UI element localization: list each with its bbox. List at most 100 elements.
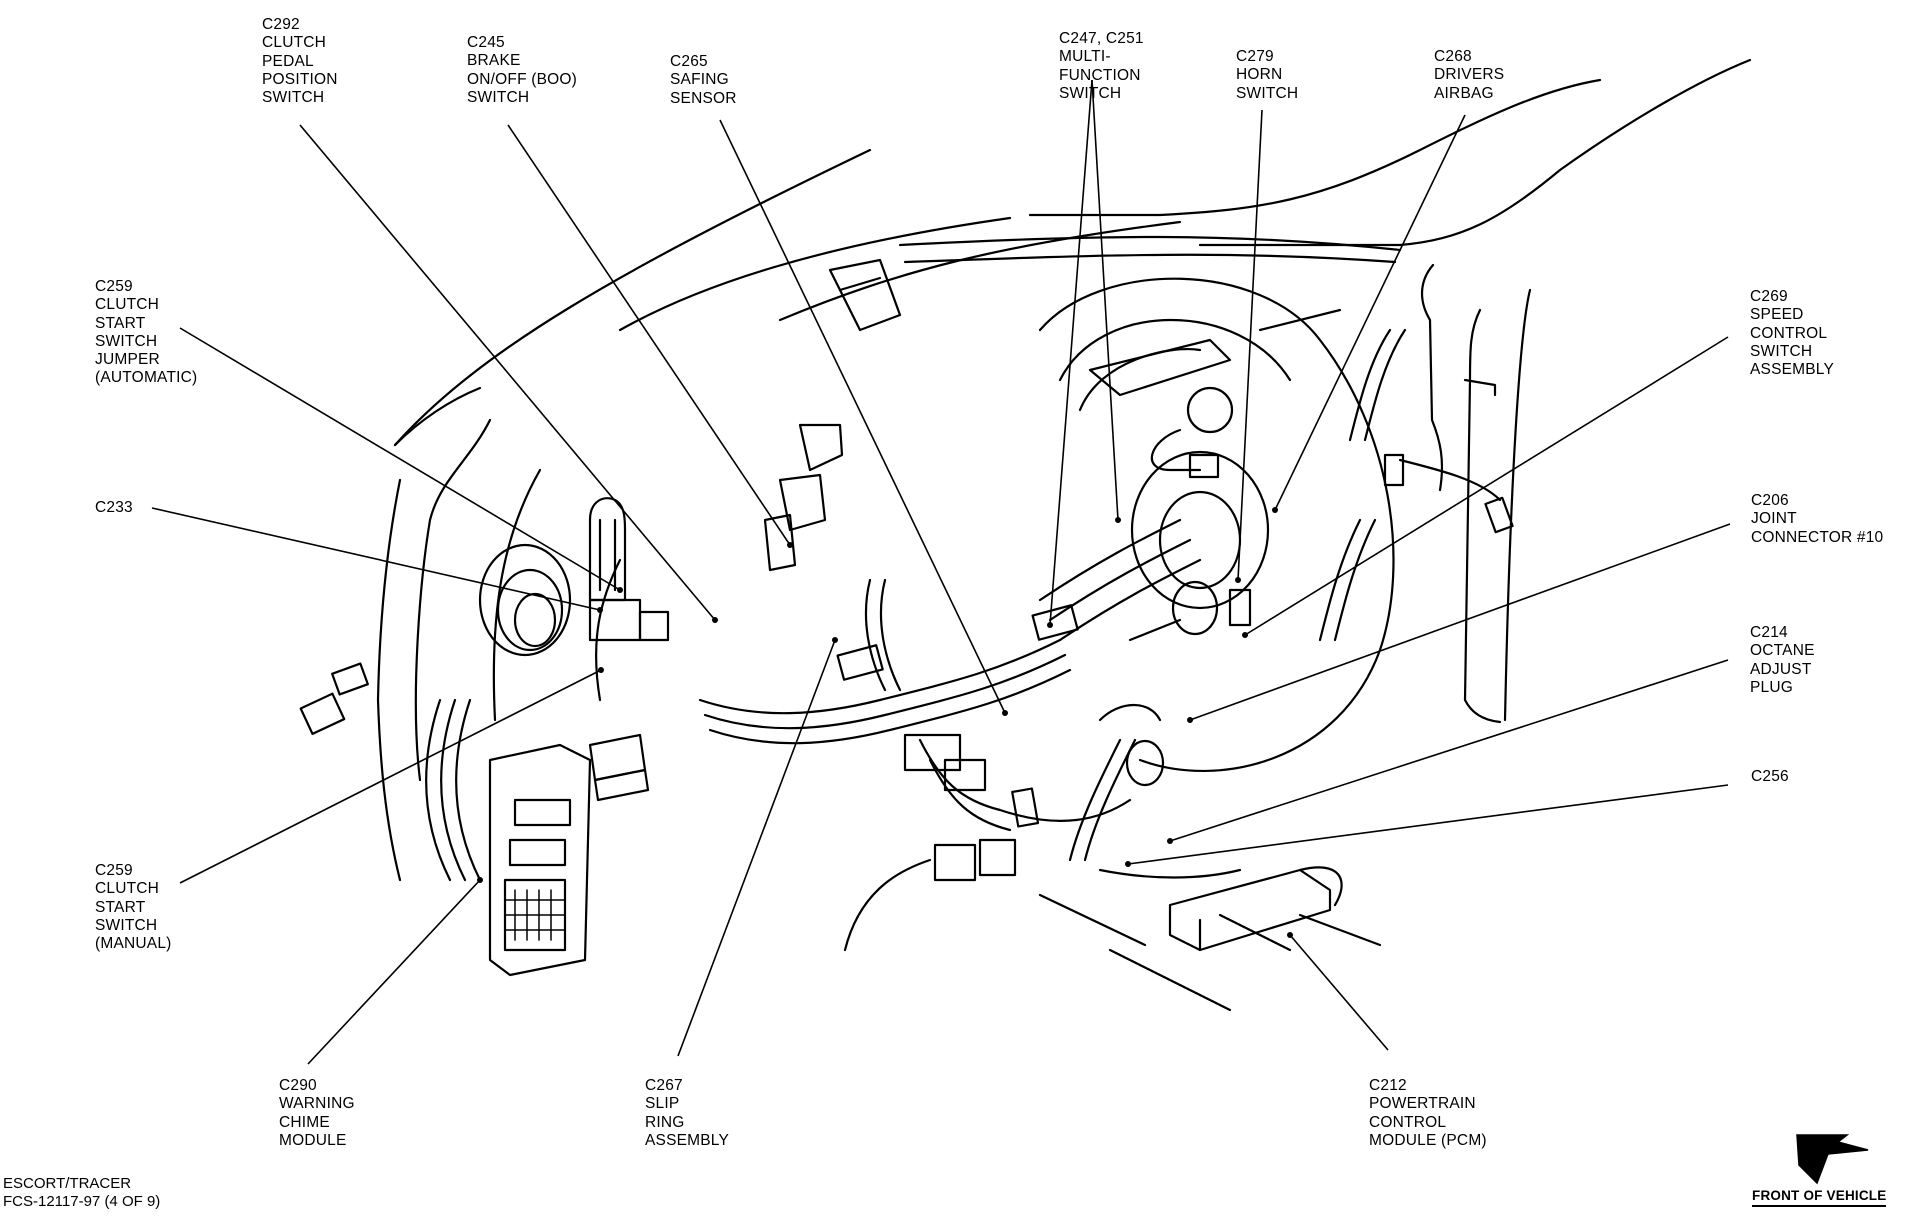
callout-text: OCTANE	[1750, 642, 1815, 660]
leader-c292	[299, 124, 716, 621]
callout-text: POSITION	[262, 70, 338, 88]
callout-text: SENSOR	[670, 89, 737, 107]
leader-c268	[1274, 114, 1466, 511]
callout-text: WARNING	[279, 1095, 355, 1113]
connector-id: C214	[1750, 624, 1788, 641]
callout-text: MODULE (PCM)	[1369, 1131, 1487, 1149]
callout-text: HORN	[1236, 66, 1283, 84]
callout-text: SWITCH	[1750, 342, 1813, 360]
callout-text: CHIME	[279, 1113, 330, 1131]
callout-text: CONTROL	[1750, 324, 1828, 342]
front-of-vehicle-label: FRONT OF VEHICLE	[1752, 1188, 1887, 1207]
connector-id: C292	[262, 16, 300, 33]
callout-text: ADJUST	[1750, 660, 1812, 678]
callout-c233: C233	[95, 499, 133, 517]
connector-id: C267	[645, 1077, 683, 1094]
callout-text: CONTROL	[1369, 1113, 1447, 1131]
callout-text: MULTI-	[1059, 48, 1111, 66]
leader-c265	[719, 119, 1006, 714]
callout-text: SWITCH	[95, 916, 158, 934]
wiring-harness	[424, 328, 1502, 882]
callout-text: ASSEMBLY	[645, 1131, 730, 1149]
leader-lines	[151, 79, 1731, 1065]
connector-id: C259	[95, 862, 133, 879]
callout-text: SWITCH	[467, 88, 530, 106]
callout-text: CLUTCH	[95, 296, 160, 314]
connector-id: C259	[95, 278, 133, 295]
connector-id: C290	[279, 1077, 317, 1094]
leader-c259-auto	[179, 327, 621, 591]
connector-id: C268	[1434, 48, 1472, 65]
leader-c247b	[1091, 79, 1119, 521]
callout-text: START	[95, 898, 146, 916]
connector-id: C256	[1751, 768, 1789, 785]
callout-text: JOINT	[1751, 510, 1797, 528]
callout-text: SAFING	[670, 71, 729, 89]
callout-c292: C292 CLUTCH PEDAL POSITION SWITCH	[262, 16, 338, 107]
callout-text: CONNECTOR #10	[1751, 528, 1884, 546]
dashboard-outline	[376, 58, 1752, 882]
connector-id: C212	[1369, 1077, 1407, 1094]
callout-text: FUNCTION	[1059, 66, 1141, 84]
footer-model: ESCORT/TRACER	[3, 1175, 132, 1192]
callout-c268: C268 DRIVERS AIRBAG	[1434, 48, 1504, 103]
callout-c290: C290 WARNING CHIME MODULE	[279, 1077, 355, 1150]
leader-c212	[1289, 934, 1389, 1051]
footer-figure-ref: FCS-12117-97 (4 OF 9)	[3, 1193, 161, 1210]
connector-id: C265	[670, 53, 708, 70]
callout-c269: C269 SPEED CONTROL SWITCH ASSEMBLY	[1750, 288, 1834, 379]
callout-c265: C265 SAFING SENSOR	[670, 53, 737, 108]
leader-c279	[1237, 109, 1263, 581]
callout-text: SWITCH	[95, 332, 158, 350]
callout-text: BRAKE	[467, 52, 521, 70]
leader-c206	[1189, 523, 1731, 721]
callout-c259-automatic: C259 CLUTCH START SWITCH JUMPER (AUTOMAT…	[95, 278, 197, 388]
callout-text: (AUTOMATIC)	[95, 369, 198, 387]
callout-text: RING	[645, 1113, 685, 1131]
leader-c233	[151, 507, 601, 611]
callout-text: SWITCH	[1059, 84, 1122, 102]
callout-c279: C279 HORN SWITCH	[1236, 48, 1298, 103]
leader-arrowheads	[477, 507, 1293, 938]
callout-text: POWERTRAIN	[1369, 1095, 1476, 1113]
callout-text: (MANUAL)	[95, 935, 172, 953]
leader-c267	[677, 639, 836, 1057]
callout-text: PLUG	[1750, 678, 1794, 696]
callout-text: JUMPER	[95, 351, 160, 369]
callout-c247-c251: C247, C251 MULTI- FUNCTION SWITCH	[1059, 30, 1144, 103]
connector-id: C206	[1751, 492, 1789, 509]
callout-c259-manual: C259 CLUTCH START SWITCH (MANUAL)	[95, 862, 172, 953]
callout-c245: C245 BRAKE ON/OFF (BOO) SWITCH	[467, 34, 577, 107]
callout-text: SPEED	[1750, 306, 1804, 324]
connector-id: C247, C251	[1059, 30, 1144, 47]
callout-text: START	[95, 314, 146, 332]
leader-c256	[1127, 784, 1729, 865]
front-arrow-icon	[1796, 1134, 1869, 1185]
connector-id: C245	[467, 34, 505, 51]
connector-id: C233	[95, 499, 133, 516]
callout-c267: C267 SLIP RING ASSEMBLY	[645, 1077, 729, 1150]
callout-text: CLUTCH	[95, 880, 160, 898]
connector-id: C279	[1236, 48, 1274, 65]
callout-c212: C212 POWERTRAIN CONTROL MODULE (PCM)	[1369, 1077, 1487, 1150]
connector-id: C269	[1750, 288, 1788, 305]
callout-c206: C206 JOINT CONNECTOR #10	[1751, 492, 1883, 547]
callout-text: SWITCH	[1236, 84, 1299, 102]
leader-c259-man	[179, 669, 602, 884]
callout-c214: C214 OCTANE ADJUST PLUG	[1750, 624, 1815, 697]
leader-c290	[307, 879, 481, 1065]
callout-text: DRIVERS	[1434, 66, 1505, 84]
callout-text: ON/OFF (BOO)	[467, 70, 578, 88]
callout-text: PEDAL	[262, 52, 314, 70]
connector-shapes	[299, 423, 1514, 1012]
leader-c247a	[1049, 79, 1093, 626]
callout-text: SWITCH	[262, 89, 325, 107]
leader-c269	[1244, 336, 1729, 636]
callout-text: ASSEMBLY	[1750, 361, 1835, 379]
steering-wheel	[1038, 277, 1395, 772]
callout-text: CLUTCH	[262, 34, 327, 52]
callout-text: MODULE	[279, 1131, 347, 1149]
callout-c256: C256	[1751, 768, 1789, 786]
leader-c214	[1169, 659, 1729, 842]
